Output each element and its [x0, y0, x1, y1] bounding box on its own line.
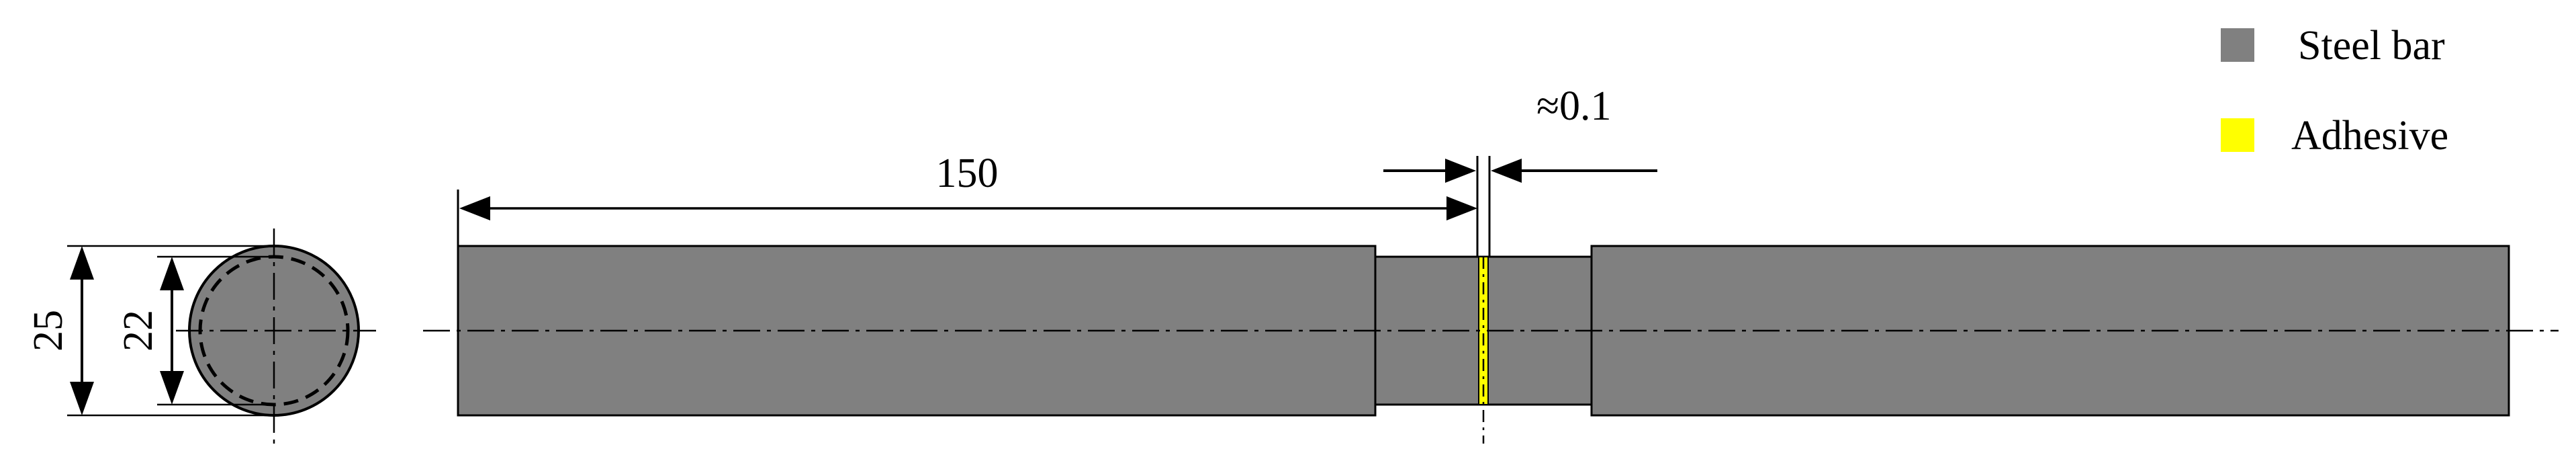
inner-diameter-arrow-top	[160, 257, 184, 290]
length-arrow-left	[459, 196, 490, 220]
inner-diameter-arrow-bottom	[160, 371, 184, 405]
side-view: 150 ≈0.1	[423, 83, 2559, 444]
legend-swatch-adhesive	[2221, 118, 2254, 152]
cross-section-view: 25 22	[26, 229, 376, 444]
legend-label-adhesive: Adhesive	[2291, 113, 2448, 159]
length-label: 150	[936, 151, 999, 196]
thickness-arrow-right	[1491, 159, 1522, 183]
outer-diameter-arrow-top	[70, 246, 94, 280]
legend-label-steel: Steel bar	[2298, 23, 2445, 69]
legend: Steel bar Adhesive	[2221, 23, 2448, 159]
outer-diameter-arrow-bottom	[70, 382, 94, 415]
thickness-label: ≈0.1	[1536, 83, 1612, 129]
length-arrow-right	[1446, 196, 1477, 220]
adhesive-layer	[1478, 256, 1489, 405]
outer-diameter-label: 25	[26, 310, 71, 351]
inner-diameter-label: 22	[116, 310, 161, 351]
thickness-arrow-left	[1445, 159, 1476, 183]
legend-swatch-steel	[2221, 28, 2254, 62]
